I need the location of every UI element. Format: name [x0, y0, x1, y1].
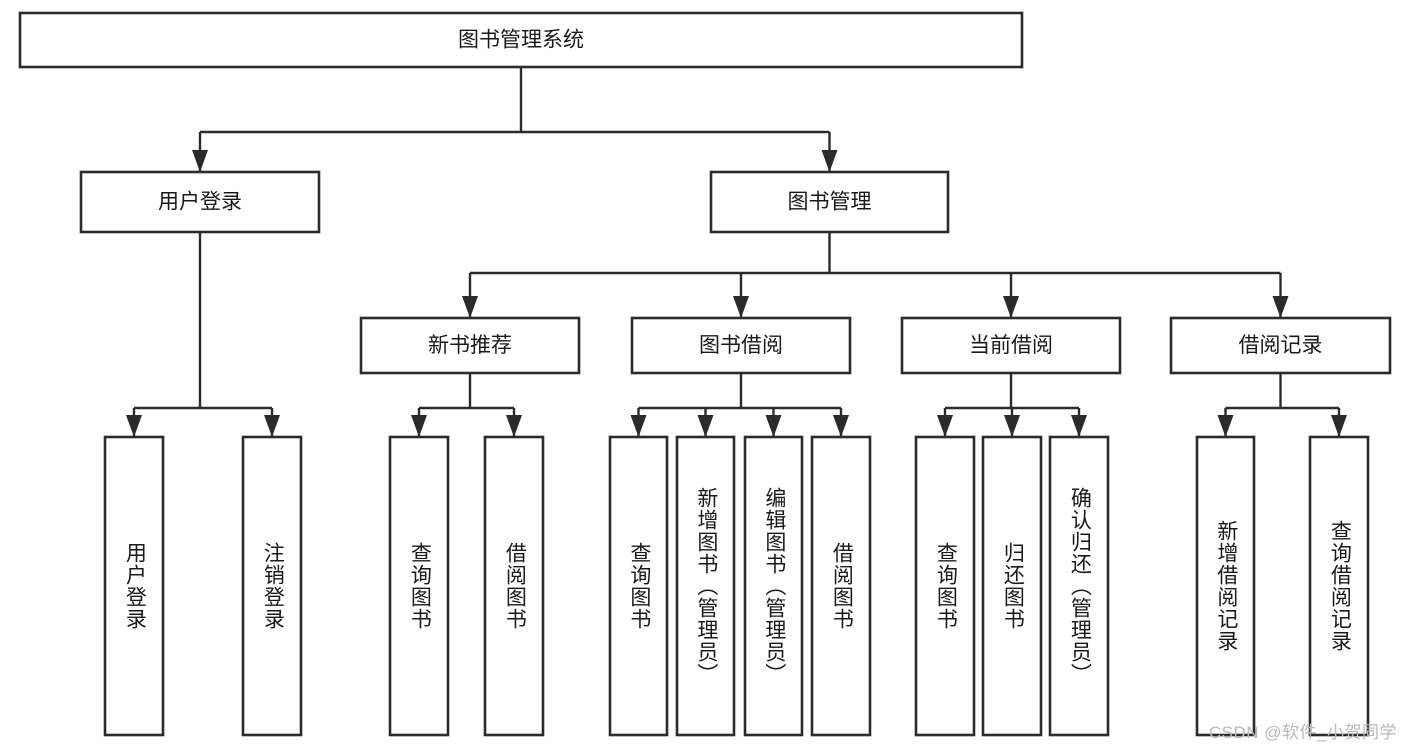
node-leaf-借阅图书-3[interactable] [483, 435, 545, 737]
node-level3-2[interactable] [900, 316, 1122, 375]
arrow-head-图书借阅-leaf-3 [833, 415, 849, 437]
node-level2-label-0: 用户登录 [158, 191, 242, 214]
arrow-head-level3-1 [733, 296, 749, 318]
node-leaf-查询图书-4[interactable] [608, 435, 669, 737]
arrow-head-图书借阅-leaf-0 [630, 415, 647, 437]
arrow-head-level3-3 [1272, 296, 1289, 318]
arrow-head-level3-2 [1003, 296, 1019, 318]
node-leaf-查询图书-2[interactable] [388, 435, 450, 737]
connectors-layer [126, 67, 1347, 437]
node-level3-label-1: 图书借阅 [699, 334, 783, 357]
arrow-head-新书推荐-leaf-0 [411, 415, 427, 437]
node-level3-0[interactable] [359, 316, 581, 375]
node-leaf-查询图书-8[interactable] [914, 435, 976, 737]
node-level3-label-2: 当前借阅 [969, 334, 1053, 357]
arrow-head-图书借阅-leaf-1 [697, 415, 714, 437]
node-leaf-借阅图书-7[interactable] [810, 435, 872, 737]
node-root[interactable] [18, 11, 1024, 69]
node-level3-label-3: 借阅记录 [1239, 334, 1323, 357]
node-leaf-编辑图书管理员-6[interactable] [743, 435, 804, 737]
arrow-head-level3-0 [462, 296, 478, 318]
node-leaf-确认归还管理员-10[interactable] [1048, 435, 1110, 737]
arrow-head-userlogin-leaf-0 [126, 415, 142, 437]
node-level2-0[interactable] [79, 170, 321, 234]
arrow-head-当前借阅-leaf-2 [1071, 415, 1087, 437]
node-root-label: 图书管理系统 [458, 29, 584, 52]
watermark-text: CSDN @软件_小贺同学 [1208, 723, 1397, 742]
arrow-head-当前借阅-leaf-1 [1004, 415, 1020, 437]
node-level2-1[interactable] [709, 170, 950, 234]
node-leaf-归还图书-9[interactable] [981, 435, 1043, 737]
node-leaf-新增图书管理员-5[interactable] [675, 435, 736, 737]
arrow-head-level2-0 [192, 150, 208, 172]
arrow-head-userlogin-leaf-1 [264, 415, 280, 437]
boxes-layer [18, 11, 1392, 737]
node-level3-1[interactable] [630, 316, 852, 375]
node-leaf-新增借阅记录-11[interactable] [1195, 435, 1256, 737]
node-level3-3[interactable] [1169, 316, 1392, 375]
node-leaf-注销登录-1[interactable] [241, 435, 303, 737]
arrow-head-level2-1 [821, 150, 838, 172]
node-level3-label-0: 新书推荐 [428, 334, 512, 357]
arrow-head-当前借阅-leaf-0 [937, 415, 953, 437]
arrow-head-借阅记录-leaf-0 [1217, 415, 1234, 437]
arrow-head-图书借阅-leaf-2 [765, 415, 782, 437]
arrow-head-借阅记录-leaf-1 [1331, 415, 1347, 437]
node-leaf-查询借阅记录-12[interactable] [1308, 435, 1370, 737]
node-leaf-用户登录-0[interactable] [103, 435, 165, 737]
node-level2-label-1: 图书管理 [788, 191, 872, 214]
arrow-head-新书推荐-leaf-1 [506, 415, 522, 437]
